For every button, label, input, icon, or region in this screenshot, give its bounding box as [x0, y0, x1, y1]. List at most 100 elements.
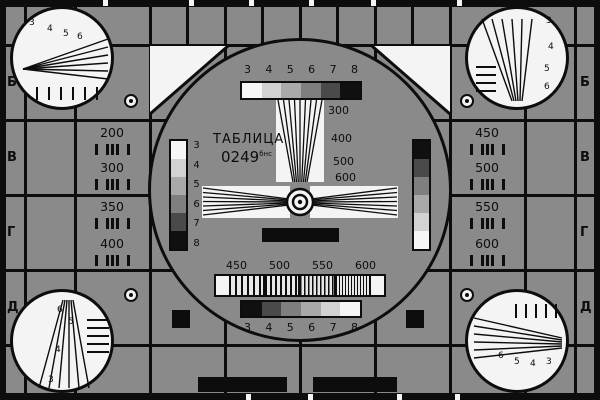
- card-code-number: 0249: [221, 148, 260, 166]
- grid-line: [186, 0, 189, 45]
- panel-tick-marks: [460, 179, 514, 190]
- cropped-digit-mark: [103, 0, 108, 6]
- row-letter-right: Б: [580, 75, 590, 90]
- gray-step: [414, 159, 429, 177]
- bottom-black-bar: [313, 377, 397, 392]
- grid-line: [594, 0, 600, 400]
- wedge-number: 5: [63, 29, 69, 39]
- scale-number: 8: [350, 321, 358, 334]
- burst-white-cap: [216, 276, 229, 295]
- gray-step: [281, 302, 302, 316]
- wedge-number: 4: [55, 345, 61, 355]
- gray-step: [171, 213, 186, 231]
- wedge-number: 6: [57, 305, 63, 315]
- burst-white-cap: [369, 276, 384, 295]
- panel-number: 300: [100, 160, 124, 175]
- row-letter-right: В: [580, 150, 590, 165]
- scale-number: 6: [308, 63, 316, 76]
- grid-line: [574, 0, 577, 400]
- grid-line: [336, 0, 339, 45]
- wedge-label: 400: [331, 132, 352, 145]
- gray-step: [320, 83, 341, 98]
- scale-number: 3: [244, 321, 251, 334]
- black-reference-bar: [262, 228, 339, 242]
- scale-number: 8: [350, 63, 358, 76]
- gray-step: [242, 83, 262, 98]
- scale-number: 4: [193, 159, 200, 171]
- scale-number: 3: [244, 63, 251, 76]
- cropped-digit-mark: [455, 394, 460, 400]
- panel-tick-marks: [85, 218, 139, 229]
- vertical-wedge-fan: [276, 100, 324, 182]
- corner-triangle-top-left: [150, 46, 229, 116]
- row-letter-right: Г: [580, 225, 589, 240]
- bottom-black-bar: [198, 377, 287, 392]
- card-code: 0249бнс: [221, 150, 272, 165]
- wedge-number: 3: [546, 16, 552, 26]
- wedge-number: 3: [546, 357, 552, 367]
- grid-line: [524, 0, 527, 400]
- gray-step: [171, 177, 186, 195]
- panel-number: 600: [475, 236, 499, 251]
- cropped-digit-mark: [397, 394, 402, 400]
- burst-label: 600: [355, 258, 376, 272]
- gray-step: [414, 195, 429, 213]
- panel-number: 500: [475, 160, 499, 175]
- wedge-number: 3: [48, 375, 54, 385]
- horizontal-wedge-fan-left: [202, 186, 290, 218]
- black-square: [406, 310, 424, 328]
- burst-label: 450: [226, 258, 247, 272]
- wedge-number: 4: [530, 359, 536, 369]
- corner-circle-top-right: 3 4 5 6: [465, 6, 569, 110]
- gray-step: [171, 159, 186, 177]
- scale-number: 4: [265, 63, 273, 76]
- row-letter-left: В: [7, 150, 17, 165]
- burst-block: [262, 276, 298, 295]
- cropped-digit-mark: [309, 0, 314, 6]
- wedge-number: 5: [68, 317, 74, 327]
- scale-number: 8: [193, 237, 200, 249]
- corner-circle-bottom-left: 6 5 4 3: [10, 289, 114, 393]
- gray-step: [414, 177, 429, 195]
- resolution-wedge-fan: [38, 299, 109, 389]
- grayscale-strip-right: [412, 139, 431, 251]
- wedge-label: 500: [333, 155, 354, 168]
- grayscale-strip-left: [169, 139, 188, 251]
- horizontal-wedge-fan-right: [310, 186, 398, 218]
- burst-label: 550: [312, 258, 333, 272]
- grayscale-strip-top: [240, 81, 362, 100]
- scale-number: 6: [193, 198, 200, 210]
- scale-number: 3: [193, 140, 200, 151]
- panel-number: 350: [100, 199, 124, 214]
- cropped-digit-mark: [371, 0, 376, 6]
- cropped-digit-mark: [308, 394, 313, 400]
- cropped-digit-mark: [457, 0, 462, 6]
- burst-block: [229, 276, 263, 295]
- resolution-wedge-fan: [476, 18, 533, 102]
- gray-step: [414, 141, 429, 159]
- wedge-label: 300: [328, 104, 349, 117]
- panel-tick-marks: [85, 144, 139, 155]
- black-square: [172, 310, 190, 328]
- bullseye-mark: [460, 94, 474, 108]
- grid-line: [24, 0, 27, 400]
- gray-step: [261, 302, 282, 316]
- scale-number: 7: [329, 63, 337, 76]
- scale-number: 5: [193, 179, 200, 191]
- resolution-wedge-fan: [22, 38, 109, 100]
- grid-line: [411, 0, 414, 45]
- gray-step: [414, 213, 429, 231]
- panel-tick-marks: [460, 218, 514, 229]
- scale-number: 7: [329, 321, 337, 334]
- gray-step: [340, 83, 361, 98]
- wedge-number: 6: [77, 32, 83, 42]
- gray-step: [340, 302, 361, 316]
- card-title: ТАБЛИЦА: [213, 132, 285, 147]
- panel-number: 400: [100, 236, 124, 251]
- scale-number: 5: [286, 321, 294, 334]
- panel-tick-marks: [460, 144, 514, 155]
